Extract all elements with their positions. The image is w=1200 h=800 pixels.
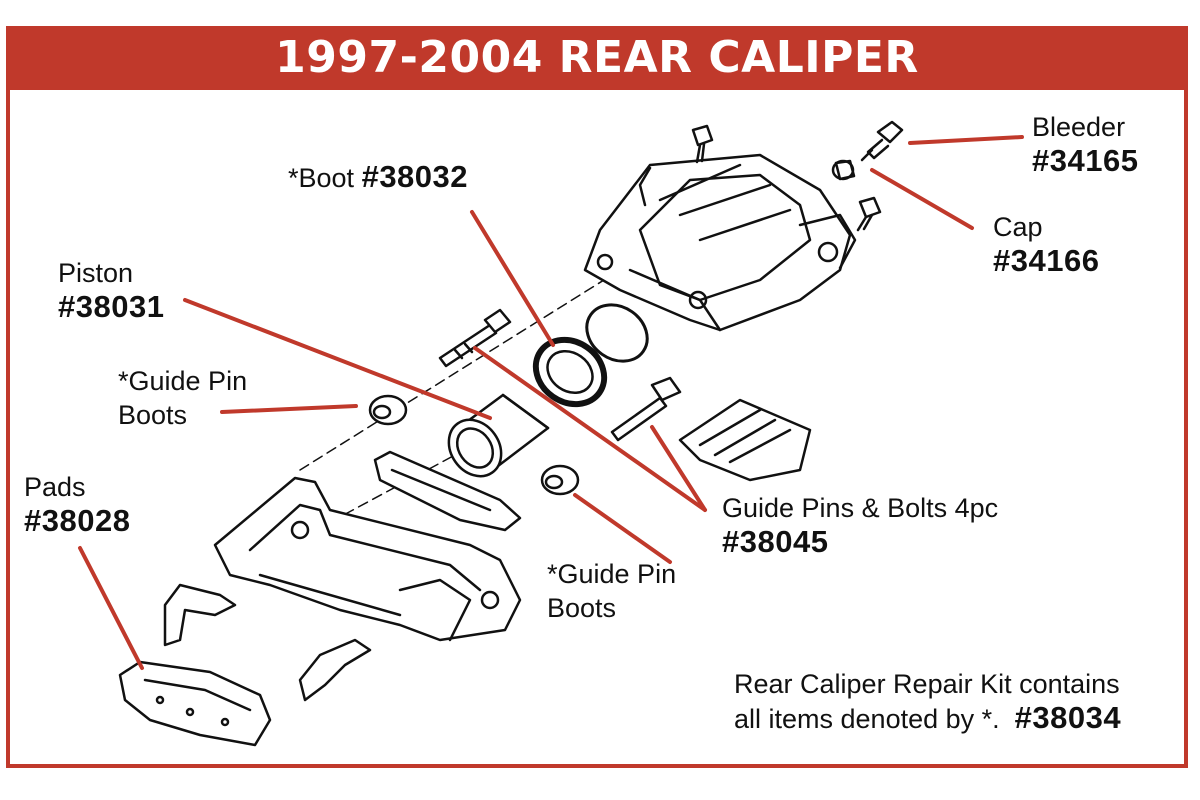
guide-pin-upper <box>438 308 512 368</box>
boot-part-number: #38032 <box>361 159 469 194</box>
label-cap: Cap #34166 <box>993 210 1099 278</box>
guide-pin-boot-right <box>540 464 580 496</box>
leader-bleeder <box>908 135 1024 145</box>
pads-part-number: #38028 <box>24 503 131 538</box>
kit-note-line1: Rear Caliper Repair Kit contains <box>734 669 1120 699</box>
leader-boot <box>470 210 555 347</box>
label-boot: *Boot #38032 <box>288 160 468 195</box>
label-piston: Piston #38031 <box>58 256 164 324</box>
bleeder-part-number: #34165 <box>1032 143 1139 178</box>
piston <box>447 393 550 478</box>
bleeder-cap <box>831 159 856 181</box>
guide-pin-boots-left-line1: *Guide Pin <box>118 366 248 396</box>
kit-note: Rear Caliper Repair Kit contains all ite… <box>734 667 1121 736</box>
caliper-bracket <box>213 476 522 642</box>
leader-piston <box>183 298 492 420</box>
pads-name: Pads <box>24 472 86 502</box>
guide-pin-boot-left <box>368 394 408 426</box>
caliper-top-bolts <box>691 124 882 232</box>
bleeder-name: Bleeder <box>1032 112 1126 142</box>
piston-seal <box>585 303 649 363</box>
guide-pin-lower <box>610 376 682 442</box>
pad-clip-right <box>298 638 372 702</box>
label-guide-pins: Guide Pins & Bolts 4pc #38045 <box>722 491 998 559</box>
label-pads: Pads #38028 <box>24 470 130 538</box>
bleeder-screw <box>860 120 904 162</box>
guide-pin-boots-right-line2: Boots <box>547 593 617 623</box>
leader-cap <box>870 168 974 230</box>
inner-brake-pad <box>373 450 522 532</box>
leader-pads <box>78 546 144 670</box>
guide-pin-boots-left-line2: Boots <box>118 400 188 430</box>
piston-name: Piston <box>58 258 134 288</box>
boot-name: *Boot <box>288 163 355 193</box>
leader-guide-pin-boots-left <box>220 404 358 414</box>
page-title: 1997-2004 REAR CALIPER <box>6 26 1188 90</box>
piston-boot <box>532 336 608 408</box>
guide-pin-boots-right-line1: *Guide Pin <box>547 559 677 589</box>
pad-clip-left <box>163 583 237 647</box>
guide-pins-part-number: #38045 <box>722 524 829 559</box>
leader-guide-pins-a <box>473 346 707 512</box>
kit-part-number: #38034 <box>1014 700 1122 735</box>
leader-guide-pins-b <box>650 425 707 512</box>
label-guide-pin-boots-right: *Guide Pin Boots <box>547 557 676 625</box>
caliper-housing <box>583 153 857 332</box>
cap-name: Cap <box>993 212 1043 242</box>
guide-pins-name: Guide Pins & Bolts 4pc <box>722 493 999 523</box>
anti-rattle-clip <box>678 398 812 482</box>
leader-guide-pin-boots-right <box>573 493 672 564</box>
piston-part-number: #38031 <box>58 289 165 324</box>
label-bleeder: Bleeder #34165 <box>1032 110 1138 178</box>
label-guide-pin-boots-left: *Guide Pin Boots <box>118 364 247 432</box>
kit-note-line2: all items denoted by *. <box>734 704 1000 734</box>
cap-part-number: #34166 <box>993 243 1100 278</box>
outer-brake-pad <box>118 660 272 747</box>
